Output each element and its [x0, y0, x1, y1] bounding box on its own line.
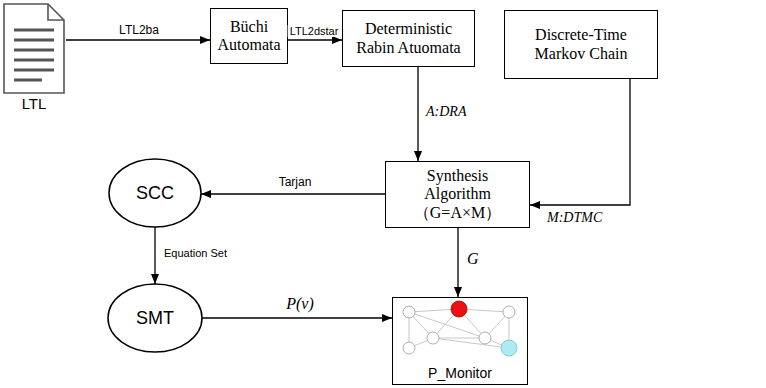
edge-label: P(v): [284, 295, 316, 313]
node-label: P_Monitor: [428, 365, 492, 381]
ellipse-shape: [109, 159, 201, 227]
node-label: Büchi Automata: [216, 18, 282, 55]
text-line: [14, 79, 42, 82]
process-box: Deterministic Rabin Atuomata: [342, 10, 475, 67]
page-fold: [48, 4, 64, 20]
edge-label: Tarjan: [277, 175, 314, 189]
edge-label: LTL2ba: [117, 23, 161, 37]
edge-label: A:DRA: [424, 104, 468, 120]
node-label: SMT: [136, 308, 174, 329]
connector-arrow: [288, 39, 342, 40]
connector-arrow: [417, 67, 418, 161]
text-line: [14, 59, 54, 62]
edge-label: Equation Set: [162, 247, 229, 259]
node-label: Deterministic Rabin Atuomata: [348, 20, 469, 57]
edge-label: G: [465, 250, 481, 268]
node-label: Synthesis Algorithm （G=A×M）: [410, 167, 506, 222]
edge-label: LTL2dstar: [288, 25, 341, 37]
edge-label: M:DTMC: [545, 210, 604, 226]
text-line: [14, 69, 54, 72]
text-line: [14, 39, 54, 42]
ellipse-node: SMT: [107, 283, 203, 353]
graph-state: [403, 342, 415, 354]
graph-state: [479, 332, 491, 344]
page-outline: [4, 4, 64, 93]
node-label: SCC: [136, 183, 174, 204]
text-line: [14, 29, 54, 32]
document-icon: [2, 2, 66, 95]
process-box: Büchi Automata: [210, 8, 288, 64]
connector-arrow: [66, 39, 210, 40]
graph-state: [427, 332, 439, 344]
graph-link: [409, 312, 485, 338]
graph-illustration: [393, 298, 527, 360]
graph-link: [433, 338, 485, 339]
connector-arrow: [530, 79, 630, 205]
graph-state-accepting: [501, 340, 517, 356]
process-box: Synthesis Algorithm （G=A×M）: [385, 161, 530, 228]
node-label: LTL: [22, 95, 47, 112]
graph-state-highlight: [451, 301, 467, 317]
ellipse-node: SCC: [108, 158, 202, 228]
text-line: [14, 49, 54, 52]
graph-link: [433, 338, 509, 348]
process-box: Discrete-Time Markov Chain: [504, 10, 658, 79]
connector-arrow: [201, 193, 385, 194]
text-lines: [14, 30, 54, 80]
connector-arrow: [457, 228, 458, 297]
connector-arrow: [154, 227, 155, 284]
document-node: LTL: [2, 2, 66, 116]
monitor-box: P_Monitor: [392, 297, 528, 385]
graph-state: [403, 306, 415, 318]
graph-state: [503, 306, 515, 318]
ellipse-shape: [108, 284, 202, 352]
connector-arrow: [202, 317, 392, 318]
node-label: Discrete-Time Markov Chain: [510, 26, 652, 63]
